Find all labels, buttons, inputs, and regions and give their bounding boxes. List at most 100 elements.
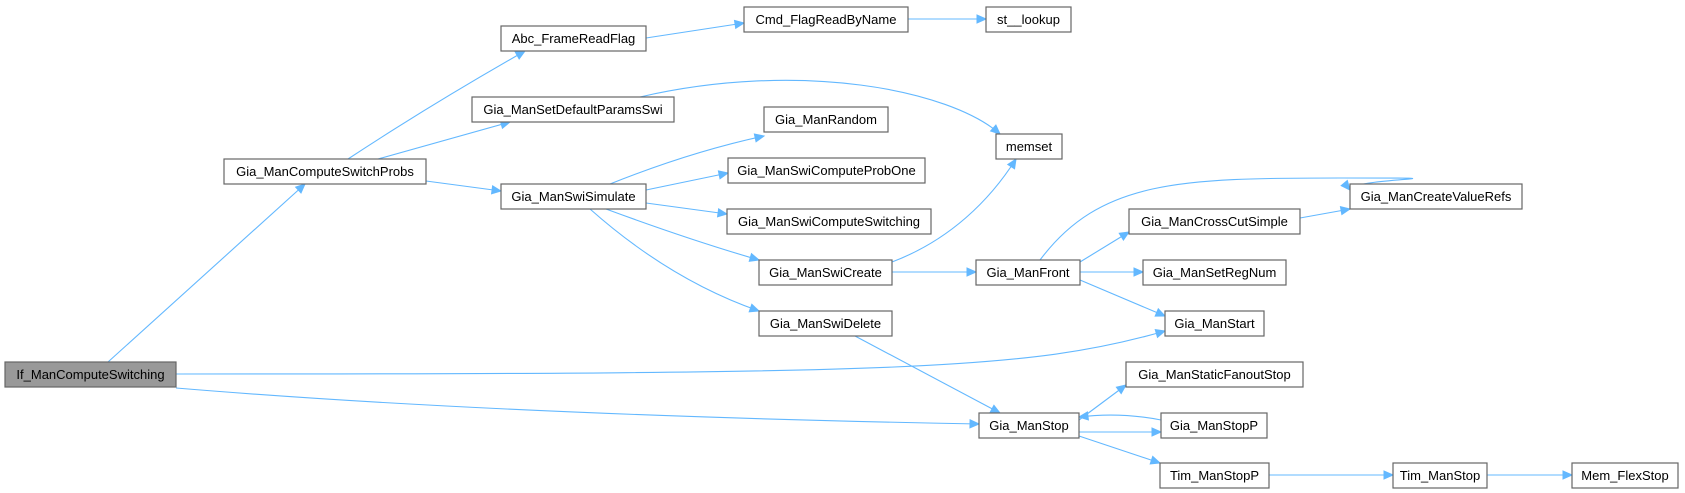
node-label: Gia_ManStop xyxy=(989,418,1069,433)
node-gia_manswicomputeprobone[interactable]: Gia_ManSwiComputeProbOne xyxy=(727,157,926,184)
edge-gia_manstopp-to-gia_manstop xyxy=(1077,411,1162,421)
node-box xyxy=(1349,183,1523,210)
node-label: Abc_FrameReadFlag xyxy=(512,31,636,46)
node-gia_manstopp[interactable]: Gia_ManStopP xyxy=(1160,412,1268,439)
arrowhead-icon xyxy=(989,404,1002,414)
arrowhead-icon xyxy=(969,419,981,429)
edge-abc_framereadflag-to-cmd_flagreadbyname xyxy=(645,19,746,39)
arrowhead-icon xyxy=(1151,427,1163,437)
node-label: Gia_ManSwiComputeProbOne xyxy=(737,163,915,178)
node-box xyxy=(763,106,889,133)
node-box xyxy=(1125,361,1304,388)
node-label: Gia_ManStart xyxy=(1174,316,1255,331)
edge-gia_mancomputeswitchprobs-to-gia_manswisimulate xyxy=(425,180,503,195)
node-gia_manrandom[interactable]: Gia_ManRandom xyxy=(763,106,889,133)
node-tim_manstopp[interactable]: Tim_ManStopP xyxy=(1159,462,1270,489)
node-box xyxy=(1571,462,1679,489)
node-box xyxy=(758,259,893,286)
edge-line xyxy=(425,180,502,192)
edge-gia_manswisimulate-to-gia_manswicomputeprobone xyxy=(645,170,730,191)
edge-gia_manswisimulate-to-gia_manrandom xyxy=(609,133,766,185)
node-tim_manstop[interactable]: Tim_ManStop xyxy=(1392,462,1488,489)
node-gia_manswisimulate[interactable]: Gia_ManSwiSimulate xyxy=(500,183,647,210)
node-label: Cmd_FlagReadByName xyxy=(756,12,897,27)
arrowhead-icon xyxy=(1118,231,1131,242)
edge-gia_manfront-to-gia_mancrosscutsimple xyxy=(1079,231,1131,263)
arrowhead-icon xyxy=(1383,470,1395,480)
node-st_lookup[interactable]: st__lookup xyxy=(985,6,1072,33)
node-layer: If_ManComputeSwitching Gia_ManComputeSwit… xyxy=(4,6,1679,489)
node-cmd_flagreadbyname[interactable]: Cmd_FlagReadByName xyxy=(743,6,909,33)
node-gia_mansetdefaultparamsswi[interactable]: Gia_ManSetDefaultParamsSwi xyxy=(471,96,675,123)
node-mem_flexstop[interactable]: Mem_FlexStop xyxy=(1571,462,1679,489)
node-label: Gia_ManSwiSimulate xyxy=(511,189,635,204)
arrowhead-icon xyxy=(294,183,306,194)
arrowhead-icon xyxy=(716,207,729,218)
edge-line xyxy=(175,330,1166,375)
edge-gia_manstop-to-tim_manstopp xyxy=(1078,435,1162,465)
edge-gia_mancrosscutsimple-to-gia_mancreatevaluerefs xyxy=(1299,205,1352,219)
arrowhead-icon xyxy=(1077,411,1090,421)
node-label: Gia_ManSwiComputeSwitching xyxy=(738,214,920,229)
node-gia_manswicomputeswitching[interactable]: Gia_ManSwiComputeSwitching xyxy=(726,208,932,235)
arrowhead-icon xyxy=(1562,470,1574,480)
edge-line xyxy=(347,50,526,160)
arrowhead-icon xyxy=(717,170,730,180)
node-label: st__lookup xyxy=(997,12,1060,27)
node-gia_mancomputeswitchprobs[interactable]: Gia_ManComputeSwitchProbs xyxy=(223,158,427,185)
node-box xyxy=(4,361,177,388)
arrowhead-icon xyxy=(748,252,761,262)
node-gia_mancreatevaluerefs[interactable]: Gia_ManCreateValueRefs xyxy=(1349,183,1523,210)
node-box xyxy=(758,310,893,337)
node-label: memset xyxy=(1006,139,1053,154)
edge-gia_manfront-to-gia_mancreatevaluerefs xyxy=(1039,177,1413,261)
node-label: Gia_ManStopP xyxy=(1170,418,1258,433)
node-if_mancomputeswitching[interactable]: If_ManComputeSwitching xyxy=(4,361,177,388)
arrowhead-icon xyxy=(733,19,746,30)
node-memset[interactable]: memset xyxy=(995,133,1063,160)
node-gia_mancrosscutsimple[interactable]: Gia_ManCrossCutSimple xyxy=(1128,208,1301,235)
edge-line xyxy=(1039,177,1413,261)
node-box xyxy=(1128,208,1301,235)
edge-line xyxy=(589,208,760,312)
node-box xyxy=(223,158,427,185)
edge-line xyxy=(1079,231,1130,263)
arrowhead-icon xyxy=(1340,179,1351,191)
node-box xyxy=(1392,462,1488,489)
edge-line xyxy=(854,335,1001,414)
edge-line xyxy=(1079,279,1166,317)
arrowhead-icon xyxy=(1133,267,1145,277)
arrowhead-icon xyxy=(966,267,978,277)
node-box xyxy=(500,183,647,210)
node-box xyxy=(726,208,932,235)
node-gia_manstop[interactable]: Gia_ManStop xyxy=(978,412,1080,439)
node-box xyxy=(975,259,1081,286)
edge-line xyxy=(639,79,1001,135)
arrowhead-icon xyxy=(1006,157,1017,170)
edge-gia_manswicreate-to-memset xyxy=(891,157,1017,263)
node-box xyxy=(978,412,1080,439)
node-abc_framereadflag[interactable]: Abc_FrameReadFlag xyxy=(500,25,647,52)
arrowhead-icon xyxy=(1115,384,1127,395)
node-gia_manfront[interactable]: Gia_ManFront xyxy=(975,259,1081,286)
edge-if_mancomputeswitching-to-gia_manstart xyxy=(175,329,1167,375)
arrowhead-icon xyxy=(748,303,761,313)
node-gia_manstart[interactable]: Gia_ManStart xyxy=(1164,310,1265,337)
arrowhead-icon xyxy=(989,124,1001,135)
node-label: Gia_ManStaticFanoutStop xyxy=(1138,367,1290,382)
edge-gia_manswisimulate-to-gia_manswicomputeswitching xyxy=(645,202,729,218)
arrowhead-icon xyxy=(490,185,503,195)
node-gia_manswidelete[interactable]: Gia_ManSwiDelete xyxy=(758,310,893,337)
node-label: Tim_ManStop xyxy=(1400,468,1480,483)
node-label: Gia_ManCreateValueRefs xyxy=(1361,189,1512,204)
node-gia_mansetregnum[interactable]: Gia_ManSetRegNum xyxy=(1142,259,1287,286)
node-box xyxy=(471,96,675,123)
node-box xyxy=(500,25,647,52)
node-gia_manstaticfanoutstop[interactable]: Gia_ManStaticFanoutStop xyxy=(1125,361,1304,388)
edge-cmd_flagreadbyname-to-st_lookup xyxy=(908,14,988,24)
node-label: Gia_ManSwiDelete xyxy=(770,316,881,331)
edge-if_mancomputeswitching-to-gia_mancomputeswitchprobs xyxy=(107,183,306,363)
node-gia_manswicreate[interactable]: Gia_ManSwiCreate xyxy=(758,259,893,286)
node-label: Gia_ManFront xyxy=(986,265,1069,280)
arrowhead-icon xyxy=(514,50,527,60)
